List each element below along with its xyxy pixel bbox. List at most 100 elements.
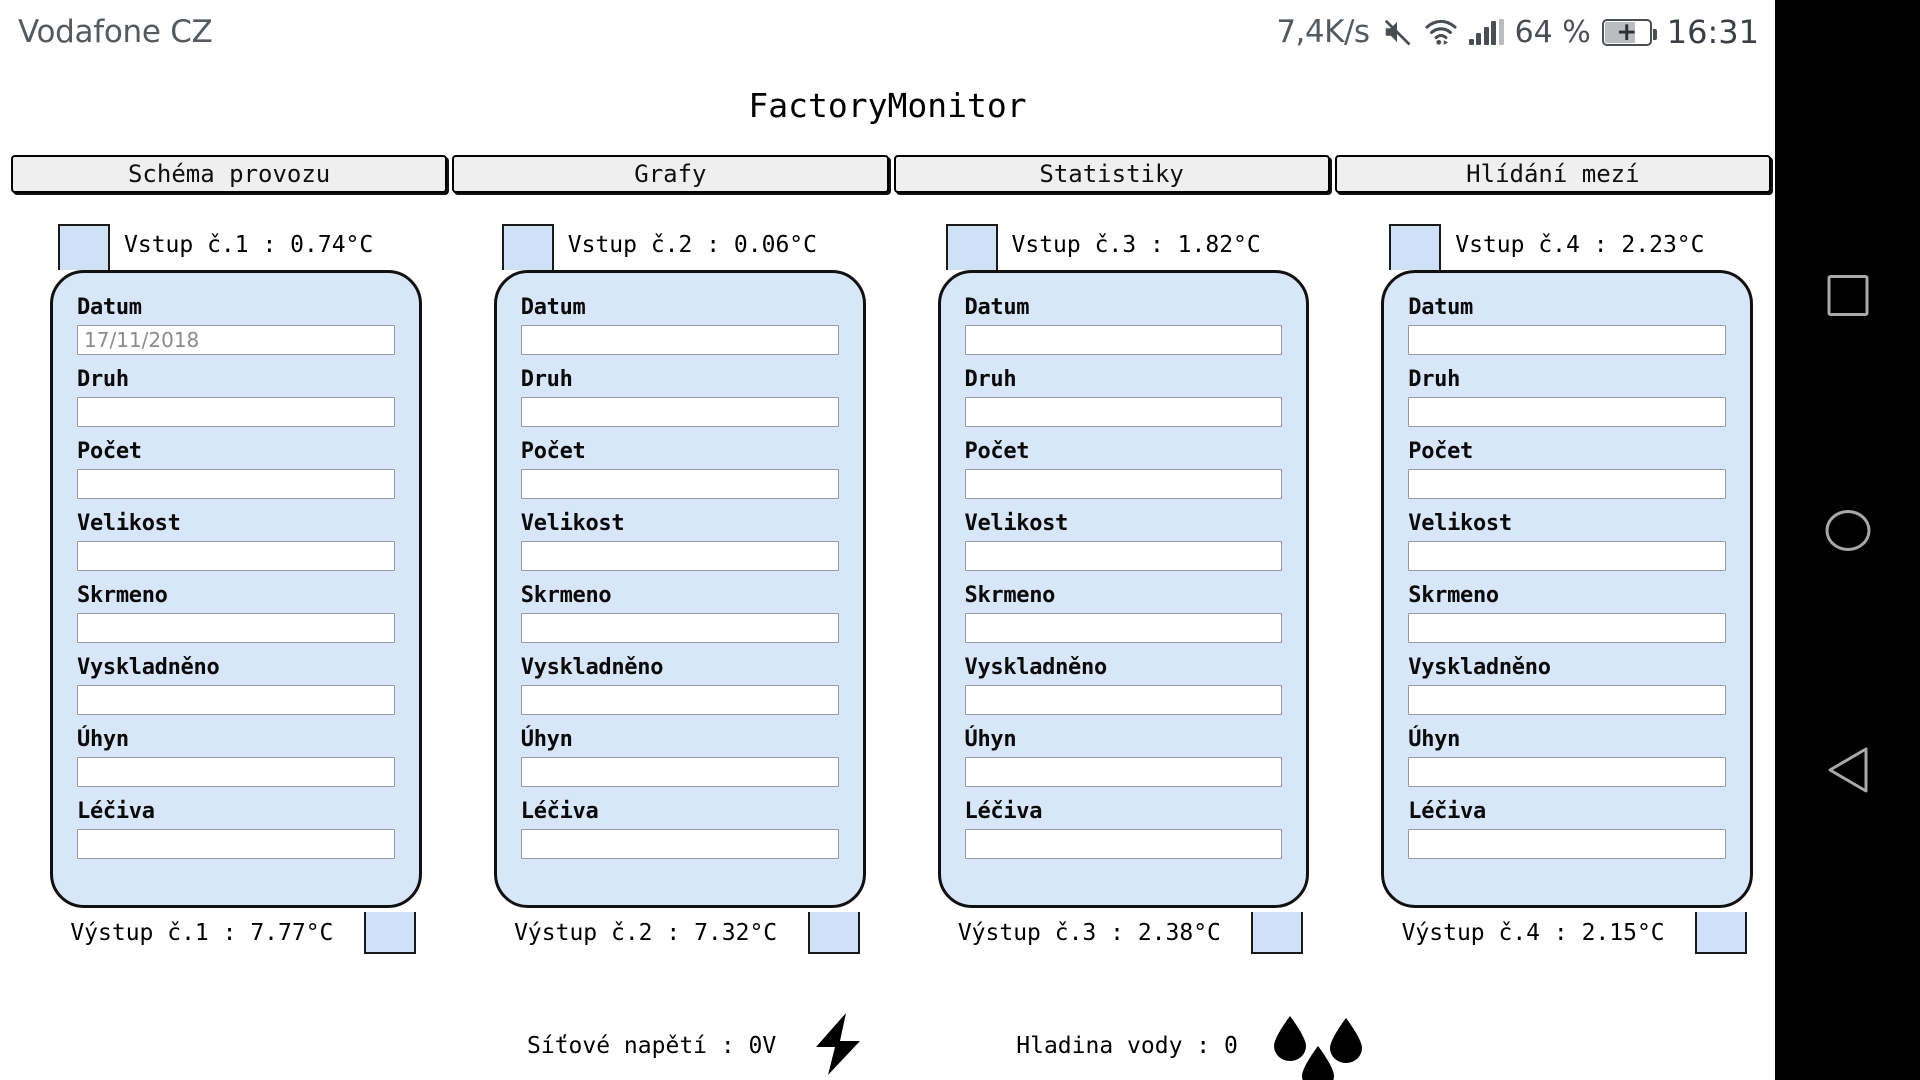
- label-datum-2: Datum: [520, 295, 586, 320]
- label-datum-1: Datum: [77, 295, 142, 320]
- label-skrmeno-3: Skrmeno: [964, 583, 1056, 608]
- field-vyskladneno-2: Vyskladněno: [520, 655, 839, 715]
- field-velikost-4: Velikost: [1408, 511, 1726, 571]
- field-pocet-4: Počet: [1408, 439, 1726, 499]
- input-velikost-1[interactable]: [77, 541, 395, 571]
- input-skrmeno-3[interactable]: [964, 613, 1283, 643]
- input-velikost-4[interactable]: [1408, 541, 1726, 571]
- field-pocet-3: Počet: [964, 439, 1283, 499]
- tab-bar: Schéma provozu Grafy Statistiky Hlídání …: [11, 155, 1771, 193]
- field-datum-4: Datum: [1408, 295, 1726, 355]
- input-datum-1[interactable]: [77, 325, 395, 355]
- input-temperature-label-4: Vstup č.4 : 2.23°C: [1455, 232, 1705, 258]
- field-pocet-1: Počet: [77, 439, 395, 499]
- column-4-header: Vstup č.4 : 2.23°C: [1331, 218, 1775, 270]
- label-datum-3: Datum: [964, 295, 1030, 320]
- output-temperature-label-1: Výstup č.1 : 7.77°C: [70, 920, 334, 946]
- label-druh-2: Druh: [520, 367, 573, 392]
- label-skrmeno-4: Skrmeno: [1408, 583, 1499, 608]
- column-4-card: Datum Druh Počet Velikost: [1381, 270, 1753, 908]
- label-pocet-1: Počet: [77, 439, 142, 464]
- water-level-label: Hladina vody : 0: [1016, 1033, 1238, 1059]
- input-pocet-2[interactable]: [520, 469, 839, 499]
- water-drops-icon: [1270, 1015, 1366, 1080]
- input-datum-3[interactable]: [964, 325, 1283, 355]
- back-triangle-icon[interactable]: [1826, 745, 1870, 799]
- input-vyskladneno-1[interactable]: [77, 685, 395, 715]
- column-4: Vstup č.4 : 2.23°C Datum Druh Počet: [1331, 218, 1775, 964]
- battery-percent: 64 %: [1514, 14, 1591, 50]
- input-datum-2[interactable]: [520, 325, 839, 355]
- output-port-indicator-4: [1695, 912, 1747, 954]
- field-uhyn-1: Úhyn: [77, 727, 395, 787]
- input-skrmeno-1[interactable]: [77, 613, 395, 643]
- input-leciva-1[interactable]: [77, 829, 395, 859]
- label-velikost-1: Velikost: [77, 511, 181, 536]
- column-1-footer: Výstup č.1 : 7.77°C: [0, 912, 444, 964]
- mute-icon: [1381, 17, 1413, 47]
- input-uhyn-4[interactable]: [1408, 757, 1726, 787]
- tab-grafy[interactable]: Grafy: [452, 155, 889, 193]
- label-uhyn-1: Úhyn: [77, 727, 129, 752]
- app-canvas: Vodafone CZ 7,4K/s: [0, 0, 1775, 1080]
- input-uhyn-3[interactable]: [964, 757, 1283, 787]
- label-leciva-2: Léčiva: [520, 799, 599, 824]
- network-speed: 7,4K/s: [1276, 14, 1370, 50]
- input-leciva-3[interactable]: [964, 829, 1283, 859]
- input-vyskladneno-2[interactable]: [520, 685, 839, 715]
- clock: 16:31: [1666, 13, 1759, 51]
- label-pocet-3: Počet: [964, 439, 1030, 464]
- home-circle-icon[interactable]: [1825, 510, 1870, 551]
- output-temperature-label-4: Výstup č.4 : 2.15°C: [1401, 920, 1665, 946]
- field-leciva-4: Léčiva: [1408, 799, 1726, 859]
- column-1-card: Datum Druh Počet Velikost: [50, 270, 422, 908]
- label-velikost-4: Velikost: [1408, 511, 1512, 536]
- input-velikost-2[interactable]: [520, 541, 839, 571]
- label-skrmeno-2: Skrmeno: [520, 583, 612, 608]
- field-velikost-2: Velikost: [520, 511, 839, 571]
- input-uhyn-1[interactable]: [77, 757, 395, 787]
- field-skrmeno-3: Skrmeno: [964, 583, 1283, 643]
- input-vyskladneno-4[interactable]: [1408, 685, 1726, 715]
- input-druh-1[interactable]: [77, 397, 395, 427]
- input-port-indicator-1: [58, 224, 110, 270]
- label-velikost-2: Velikost: [520, 511, 625, 536]
- label-uhyn-2: Úhyn: [520, 727, 573, 752]
- label-uhyn-3: Úhyn: [964, 727, 1017, 752]
- input-pocet-4[interactable]: [1408, 469, 1726, 499]
- input-skrmeno-4[interactable]: [1408, 613, 1726, 643]
- input-vyskladneno-3[interactable]: [964, 685, 1283, 715]
- input-uhyn-2[interactable]: [520, 757, 839, 787]
- signal-bars-icon: [1468, 19, 1504, 45]
- tab-hlidani-mezi[interactable]: Hlídání mezí: [1334, 155, 1771, 193]
- input-leciva-2[interactable]: [520, 829, 839, 859]
- input-druh-4[interactable]: [1408, 397, 1726, 427]
- label-vyskladneno-3: Vyskladněno: [964, 655, 1108, 680]
- label-uhyn-4: Úhyn: [1408, 727, 1461, 752]
- column-3-footer: Výstup č.3 : 2.38°C: [888, 912, 1332, 964]
- recents-square-icon[interactable]: [1827, 275, 1868, 316]
- input-leciva-4[interactable]: [1408, 829, 1726, 859]
- input-pocet-3[interactable]: [964, 469, 1283, 499]
- input-pocet-1[interactable]: [77, 469, 395, 499]
- label-pocet-4: Počet: [1408, 439, 1473, 464]
- label-datum-4: Datum: [1408, 295, 1473, 320]
- tab-schema-provozu[interactable]: Schéma provozu: [11, 155, 448, 193]
- field-skrmeno-4: Skrmeno: [1408, 583, 1726, 643]
- input-skrmeno-2[interactable]: [520, 613, 839, 643]
- column-2-card: Datum Druh Počet Velikost: [493, 270, 866, 908]
- field-datum-1: Datum: [77, 295, 395, 355]
- input-druh-2[interactable]: [520, 397, 839, 427]
- android-navigation-bar: [1775, 0, 1920, 1080]
- input-druh-3[interactable]: [964, 397, 1283, 427]
- field-leciva-1: Léčiva: [77, 799, 395, 859]
- tab-statistiky[interactable]: Statistiky: [893, 155, 1330, 193]
- field-skrmeno-2: Skrmeno: [520, 583, 839, 643]
- field-druh-1: Druh: [77, 367, 395, 427]
- battery-charging-icon: +: [1601, 18, 1657, 46]
- input-datum-4[interactable]: [1408, 325, 1726, 355]
- label-druh-4: Druh: [1408, 367, 1461, 392]
- output-port-indicator-3: [1251, 912, 1304, 954]
- input-velikost-3[interactable]: [964, 541, 1283, 571]
- label-vyskladneno-1: Vyskladněno: [77, 655, 220, 680]
